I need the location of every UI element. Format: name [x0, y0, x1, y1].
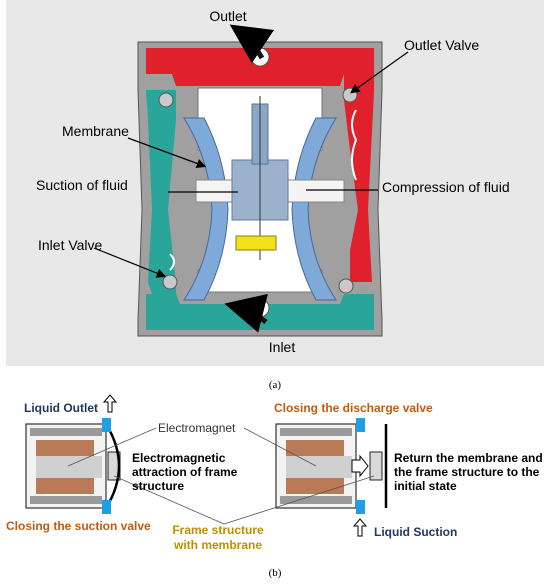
liquid-suction-label: Liquid Suction: [374, 525, 457, 539]
left-core: [36, 456, 94, 478]
liquid-outlet-label: Liquid Outlet: [24, 401, 98, 415]
ball-valve-top-left: [158, 92, 174, 108]
pump-body: [137, 24, 383, 337]
return-arrow: [351, 454, 369, 478]
frame-structure-line2: with membrane: [173, 538, 262, 552]
inlet-label: Inlet: [269, 339, 296, 355]
attraction-text-line2: attraction of frame: [132, 465, 238, 479]
leader-lines-a: [93, 51, 409, 278]
outlet-label: Outlet: [209, 8, 246, 24]
caption-a: (a): [269, 379, 282, 391]
right-coil-bottom: [286, 478, 344, 494]
liquid-outlet-arrow: [102, 394, 118, 413]
membrane-label: Membrane: [62, 123, 129, 139]
closing-suction-valve-label: Closing the suction valve: [6, 519, 151, 533]
ball-valve-bottom-right: [338, 278, 354, 294]
right-top-plate: [280, 428, 352, 436]
return-text-line3: initial state: [394, 479, 457, 493]
right-electromagnet-assembly: [275, 418, 388, 514]
return-text-line2: the frame structure to the: [394, 465, 540, 479]
inlet-valve-ball: [162, 274, 178, 290]
attraction-text-line1: Electromagnetic: [132, 451, 226, 465]
inlet-flow-arrow: [224, 293, 268, 333]
left-bottom-plate: [30, 496, 102, 504]
suction-chamber: [146, 90, 176, 294]
compression-flow-arrow: [351, 109, 358, 181]
left-coil-bottom: [36, 478, 94, 494]
left-membrane: [104, 423, 121, 509]
right-suction-valve: [356, 500, 365, 514]
leader-lines-b: [67, 427, 375, 525]
left-core-tip: [94, 456, 102, 478]
right-bottom-plate: [280, 496, 352, 504]
magnet-block: [235, 235, 277, 251]
right-discharge-valve: [356, 418, 365, 432]
right-frame-structure: [369, 451, 383, 481]
left-outlet-valve: [102, 418, 111, 432]
right-coil-top: [286, 440, 344, 456]
right-core-tip: [344, 456, 352, 478]
electromagnet-label: Electromagnet: [158, 421, 236, 435]
return-text-line1: Return the membrane and: [394, 451, 543, 465]
left-coil-top: [36, 440, 94, 456]
liquid-suction-arrow: [352, 518, 368, 537]
suction-flow-arrow: [169, 253, 175, 271]
compression-of-fluid-label: Compression of fluid: [382, 179, 510, 195]
inlet-valve-label: Inlet Valve: [38, 237, 103, 253]
frame-structure-line1: Frame structure: [172, 523, 264, 537]
outlet-valve-label: Outlet Valve: [404, 37, 479, 53]
attraction-text-line3: structure: [132, 479, 184, 493]
suction-of-fluid-label: Suction of fluid: [36, 177, 128, 193]
left-electromagnet-assembly: [25, 418, 121, 514]
left-top-plate: [30, 428, 102, 436]
closing-discharge-valve-label: Closing the discharge valve: [274, 401, 433, 415]
outlet-flow-arrow: [229, 24, 275, 64]
left-suction-valve: [102, 500, 111, 514]
right-core: [286, 456, 344, 478]
caption-b: (b): [269, 567, 282, 579]
outlet-manifold: [146, 48, 374, 86]
